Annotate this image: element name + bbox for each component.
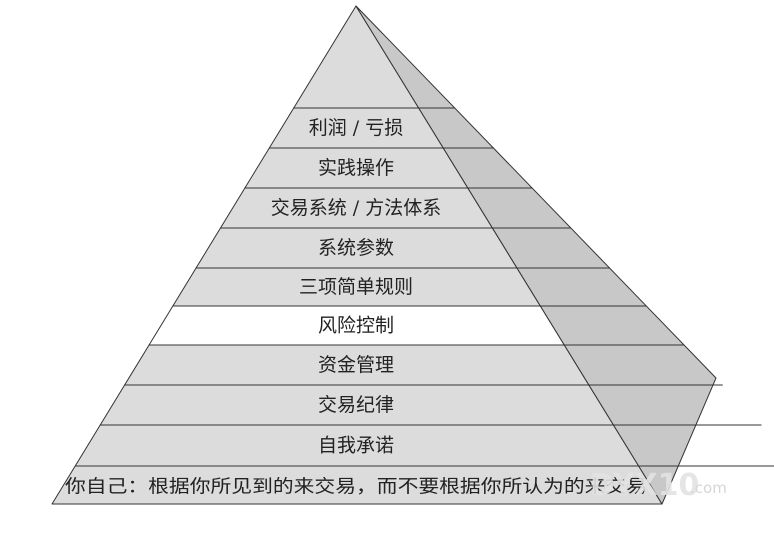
tier-label: 资金管理 — [318, 354, 394, 376]
tier-label: 利润 / 亏损 — [309, 117, 403, 139]
tier-label: 实践操作 — [318, 157, 394, 179]
watermark-text: DYX10 — [590, 468, 699, 503]
tier-label: 交易系统 / 方法体系 — [271, 197, 441, 219]
tier-label: 三项简单规则 — [299, 276, 413, 298]
side-face — [355, 5, 717, 505]
tier-label: 交易纪律 — [318, 394, 394, 416]
pyramid-side-face — [355, 5, 774, 505]
watermark: DYX10 .com — [590, 468, 727, 503]
watermark-suffix: .com — [690, 479, 727, 497]
base-label: 你自己：根据你所见到的来交易，而不要根据你所认为的来交易 — [65, 477, 647, 498]
tier-label: 风险控制 — [318, 315, 394, 337]
tier-label: 自我承诺 — [318, 435, 394, 457]
tier-label: 系统参数 — [318, 237, 394, 259]
